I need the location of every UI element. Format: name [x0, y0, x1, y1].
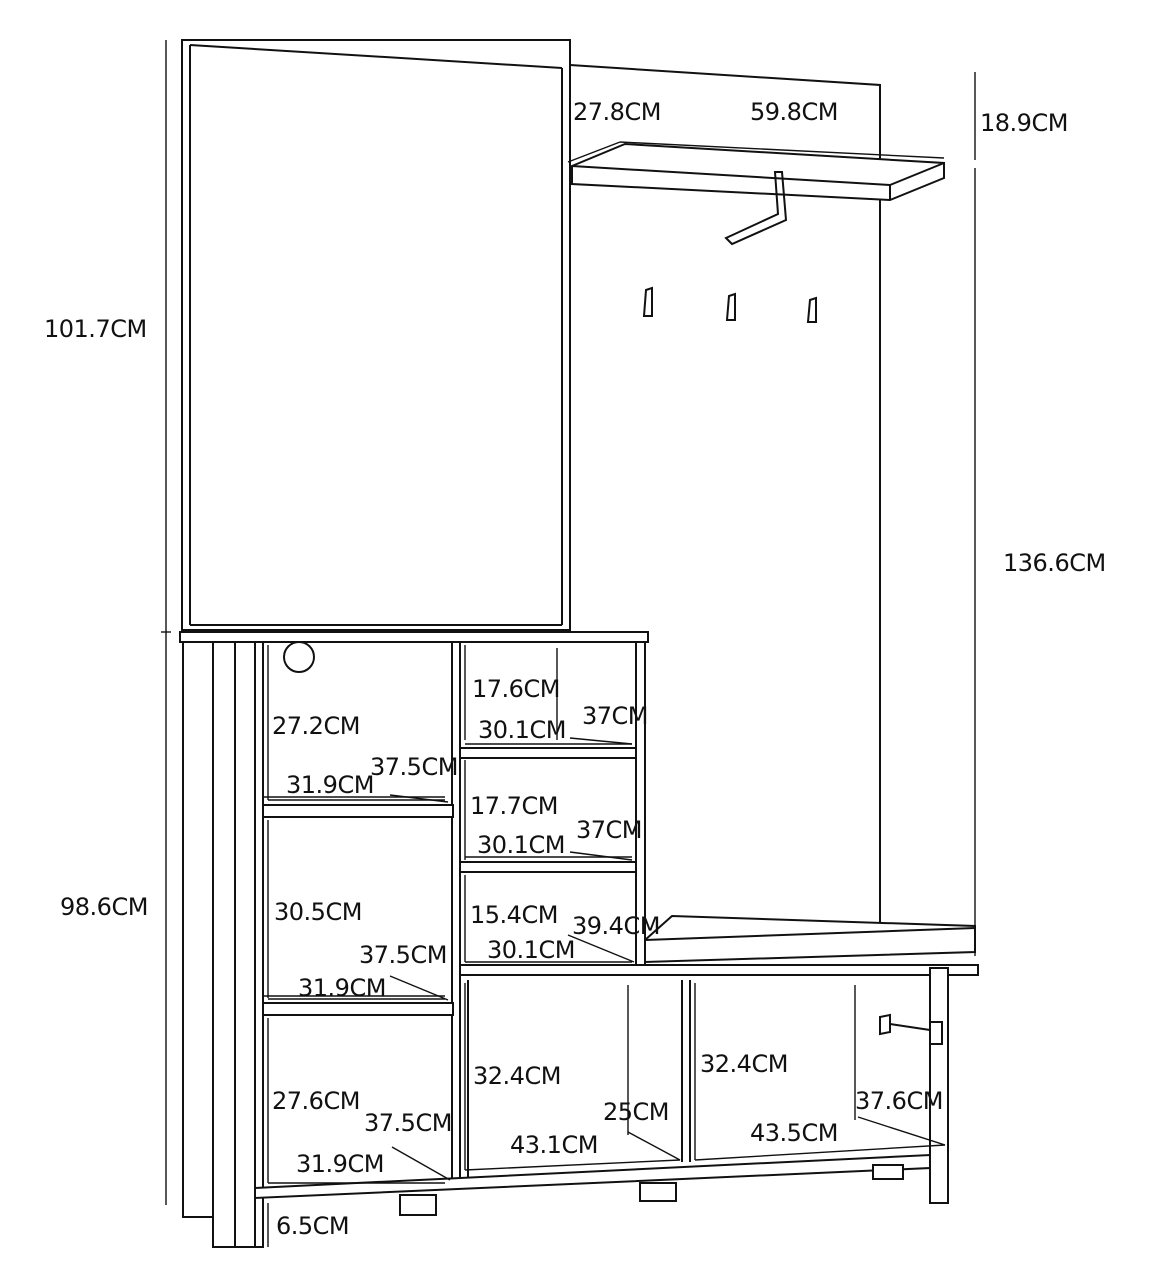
label-low-right-depth: 37.6CM — [855, 1087, 943, 1115]
label-left-top-width: 31.9CM — [286, 771, 374, 799]
label-shelf-width: 59.8CM — [750, 98, 838, 126]
label-left-mid-width: 31.9CM — [298, 974, 386, 1002]
label-mid1-height: 17.6CM — [472, 675, 560, 703]
label-shelf-top-gap: 18.9CM — [980, 109, 1068, 137]
label-mid1-depth: 37CM — [582, 702, 648, 730]
label-cabinet-height: 98.6CM — [60, 893, 148, 921]
top-shelf — [571, 142, 945, 202]
label-coat-panel-height: 136.6CM — [1003, 549, 1106, 577]
coat-hook — [725, 292, 736, 321]
hanging-rail — [724, 171, 788, 246]
label-mid2-depth: 37CM — [576, 816, 642, 844]
label-mirror-height: 101.7CM — [44, 315, 147, 343]
label-left-top-depth: 37.5CM — [370, 753, 458, 781]
label-left-mid-height: 30.5CM — [274, 898, 362, 926]
label-left-mid-depth: 37.5CM — [359, 941, 447, 969]
label-left-bot-height: 27.6CM — [272, 1087, 360, 1115]
label-left-bot-width: 31.9CM — [296, 1150, 384, 1178]
label-mid2-height: 17.7CM — [470, 792, 558, 820]
label-foot-height: 6.5CM — [276, 1212, 349, 1240]
cabinet-body — [179, 631, 979, 1248]
dimension-lines — [161, 40, 976, 1247]
label-left-top-height: 27.2CM — [272, 712, 360, 740]
label-low-mid-height: 32.4CM — [473, 1062, 561, 1090]
label-low-mid-depth: 25CM — [603, 1098, 669, 1126]
coat-hook — [642, 286, 653, 317]
label-low-right-height: 32.4CM — [700, 1050, 788, 1078]
label-low-mid-width: 43.1CM — [510, 1131, 598, 1159]
label-low-right-width: 43.5CM — [750, 1119, 838, 1147]
label-mid1-width: 30.1CM — [478, 716, 566, 744]
label-mid3-height: 15.4CM — [470, 901, 558, 929]
label-mid3-width: 30.1CM — [487, 936, 575, 964]
label-mid3-depth: 39.4CM — [572, 912, 660, 940]
mirror — [181, 39, 571, 631]
coat-hook — [806, 296, 817, 323]
label-mid2-width: 30.1CM — [477, 831, 565, 859]
seat-cushion — [644, 914, 976, 964]
label-shelf-depth: 27.8CM — [573, 98, 661, 126]
label-left-bot-depth: 37.5CM — [364, 1109, 452, 1137]
